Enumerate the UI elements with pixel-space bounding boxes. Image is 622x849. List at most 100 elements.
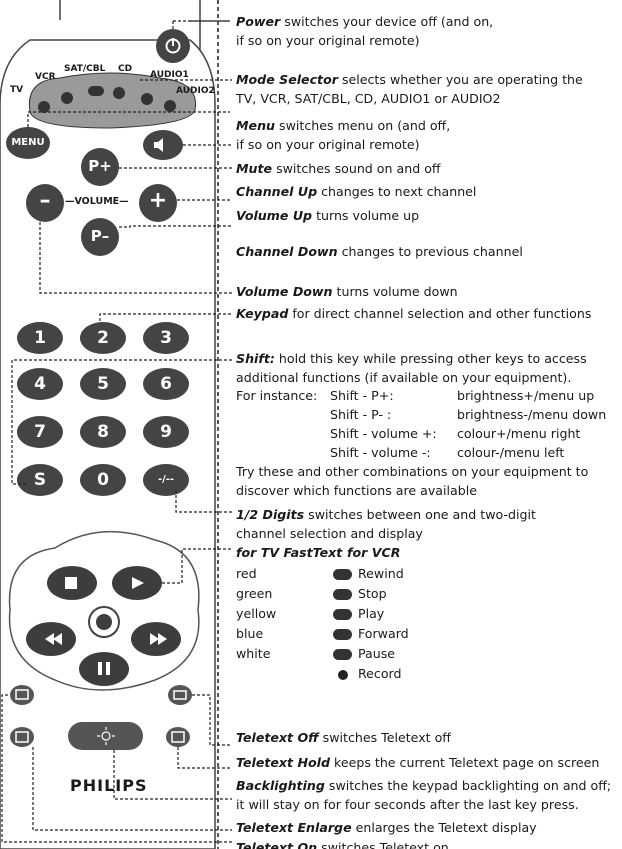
desc-shift: Shift: hold this key while pressing othe… bbox=[236, 351, 587, 366]
volume-down-button[interactable] bbox=[26, 184, 64, 222]
keypad-key-label[interactable]: 3 bbox=[160, 328, 172, 348]
keypad-key-label[interactable]: 9 bbox=[160, 422, 172, 442]
record-button[interactable] bbox=[96, 614, 112, 630]
vcr-function: Forward bbox=[333, 624, 409, 643]
play-icon bbox=[333, 609, 352, 620]
keypad-key-label[interactable]: 0 bbox=[97, 470, 109, 490]
teletext-enlarge-icon bbox=[15, 731, 29, 743]
brand-logo: PHILIPS bbox=[70, 776, 148, 795]
mode-tv-button[interactable] bbox=[38, 101, 50, 113]
desc-teletext-on: Teletext On switches Teletext on bbox=[236, 840, 449, 849]
teletext-on-icon bbox=[15, 689, 29, 700]
pause-button[interactable] bbox=[79, 652, 129, 686]
teletext-hold-button[interactable] bbox=[166, 727, 190, 747]
forward-icon bbox=[333, 629, 352, 640]
pause-icon bbox=[106, 662, 110, 675]
fasttext-colour: yellow bbox=[236, 606, 277, 621]
desc-power-line2: if so on your original remote) bbox=[236, 33, 420, 48]
desc-keypad: Keypad for direct channel selection and … bbox=[236, 306, 592, 321]
vcr-function-label: Stop bbox=[358, 586, 387, 601]
shift-combo: Shift - volume +: bbox=[330, 426, 437, 441]
teletext-on-button[interactable] bbox=[10, 685, 34, 705]
desc-shift-line2: additional functions (if available on yo… bbox=[236, 370, 572, 385]
desc-teletext-enlarge: Teletext Enlarge enlarges the Teletext d… bbox=[236, 820, 537, 835]
remote-outline bbox=[0, 39, 216, 849]
colour-keys-header: for TV FastText bbox=[236, 545, 343, 560]
teletext-off-icon bbox=[173, 690, 187, 700]
mode-label-satcbl: SAT/CBL bbox=[64, 64, 106, 74]
desc-channel-up: Channel Up changes to next channel bbox=[236, 184, 477, 199]
minus-label: – bbox=[39, 188, 51, 213]
shift-combo: Shift - P- : bbox=[330, 407, 392, 422]
keypad-key-label[interactable]: -/-- bbox=[157, 474, 175, 485]
keypad-key-label[interactable]: S bbox=[33, 470, 47, 490]
mode-audio2-button[interactable] bbox=[164, 100, 176, 112]
desc-shift-after1: Try these and other combinations on your… bbox=[236, 464, 589, 479]
desc-teletext-off: Teletext Off switches Teletext off bbox=[236, 730, 451, 745]
desc-channel-down: Channel Down changes to previous channel bbox=[236, 244, 523, 259]
stop-icon bbox=[333, 589, 352, 600]
desc-digits: 1/2 Digits switches between one and two-… bbox=[236, 507, 536, 522]
p-minus-label: P– bbox=[90, 227, 110, 245]
volume-label: —VOLUME— bbox=[65, 196, 129, 207]
desc-mode: Mode Selector selects whether you are op… bbox=[236, 72, 583, 87]
menu-label: MENU bbox=[11, 137, 45, 148]
vcr-function-label: Rewind bbox=[358, 566, 404, 581]
desc-volume-up: Volume Up turns volume up bbox=[236, 208, 420, 223]
desc-backlight: Backlighting switches the keypad backlig… bbox=[236, 778, 612, 793]
teletext-enlarge-button[interactable] bbox=[10, 727, 34, 747]
backlight-button[interactable] bbox=[68, 722, 143, 750]
keypad-key-label[interactable]: 7 bbox=[34, 422, 46, 442]
mode-selector-pod bbox=[28, 72, 197, 129]
keypad-key-label[interactable]: 4 bbox=[34, 374, 46, 394]
vcr-function-label: Record bbox=[358, 666, 402, 681]
mode-label-vcr: VCR bbox=[35, 72, 56, 82]
keypad-key-label[interactable]: 5 bbox=[97, 374, 109, 394]
desc-shift-instance: For instance: bbox=[236, 388, 318, 403]
vcr-function: Rewind bbox=[333, 564, 404, 583]
stop-icon bbox=[65, 577, 77, 589]
fasttext-colour: white bbox=[236, 646, 271, 661]
mode-audio1-button[interactable] bbox=[141, 93, 153, 105]
menu-button[interactable] bbox=[6, 127, 50, 159]
vcr-function-label: Pause bbox=[358, 646, 396, 661]
mode-satcbl-button[interactable] bbox=[88, 86, 104, 96]
keypad-key-label[interactable]: 6 bbox=[160, 374, 172, 394]
volume-up-button[interactable] bbox=[139, 184, 177, 222]
vcr-function-label: Forward bbox=[358, 626, 409, 641]
vcr-function: Record bbox=[333, 664, 402, 683]
transport-pad-outline bbox=[8, 530, 200, 691]
fasttext-colour: green bbox=[236, 586, 273, 601]
fasttext-colour: red bbox=[236, 566, 257, 581]
rewind-icon bbox=[333, 569, 352, 580]
desc-volume-down: Volume Down turns volume down bbox=[236, 284, 458, 299]
teletext-hold-icon bbox=[171, 731, 185, 743]
sun-icon bbox=[101, 731, 111, 741]
mode-cd-button[interactable] bbox=[113, 87, 125, 99]
vcr-header: for VCR bbox=[347, 545, 401, 560]
keypad-key-label[interactable]: 2 bbox=[97, 328, 109, 348]
fasttext-colour: blue bbox=[236, 626, 264, 641]
pause-icon bbox=[333, 649, 352, 660]
keypad bbox=[17, 322, 189, 496]
vcr-function-label: Play bbox=[358, 606, 385, 621]
vcr-function: Stop bbox=[333, 584, 387, 603]
teletext-off-button[interactable] bbox=[168, 685, 192, 705]
keypad-key-label[interactable]: 8 bbox=[97, 422, 109, 442]
channel-up-button[interactable] bbox=[81, 148, 119, 186]
record-icon bbox=[338, 669, 348, 680]
mode-label-tv: TV bbox=[10, 85, 24, 95]
shift-combo: Shift - P+: bbox=[330, 388, 394, 403]
shift-effect: colour+/menu right bbox=[457, 426, 581, 441]
shift-effect: brightness+/menu up bbox=[457, 388, 595, 403]
desc-power: Power switches your device off (and on, bbox=[236, 14, 494, 29]
desc-menu-line2: if so on your original remote) bbox=[236, 137, 420, 152]
desc-mute: Mute switches sound on and off bbox=[236, 161, 441, 176]
channel-down-button[interactable] bbox=[81, 218, 119, 256]
keypad-key-label[interactable]: 1 bbox=[34, 328, 46, 348]
mute-icon bbox=[154, 138, 163, 152]
plus-label: + bbox=[148, 188, 168, 213]
desc-teletext-hold: Teletext Hold keeps the current Teletext… bbox=[236, 755, 600, 770]
mode-vcr-button[interactable] bbox=[61, 92, 73, 104]
